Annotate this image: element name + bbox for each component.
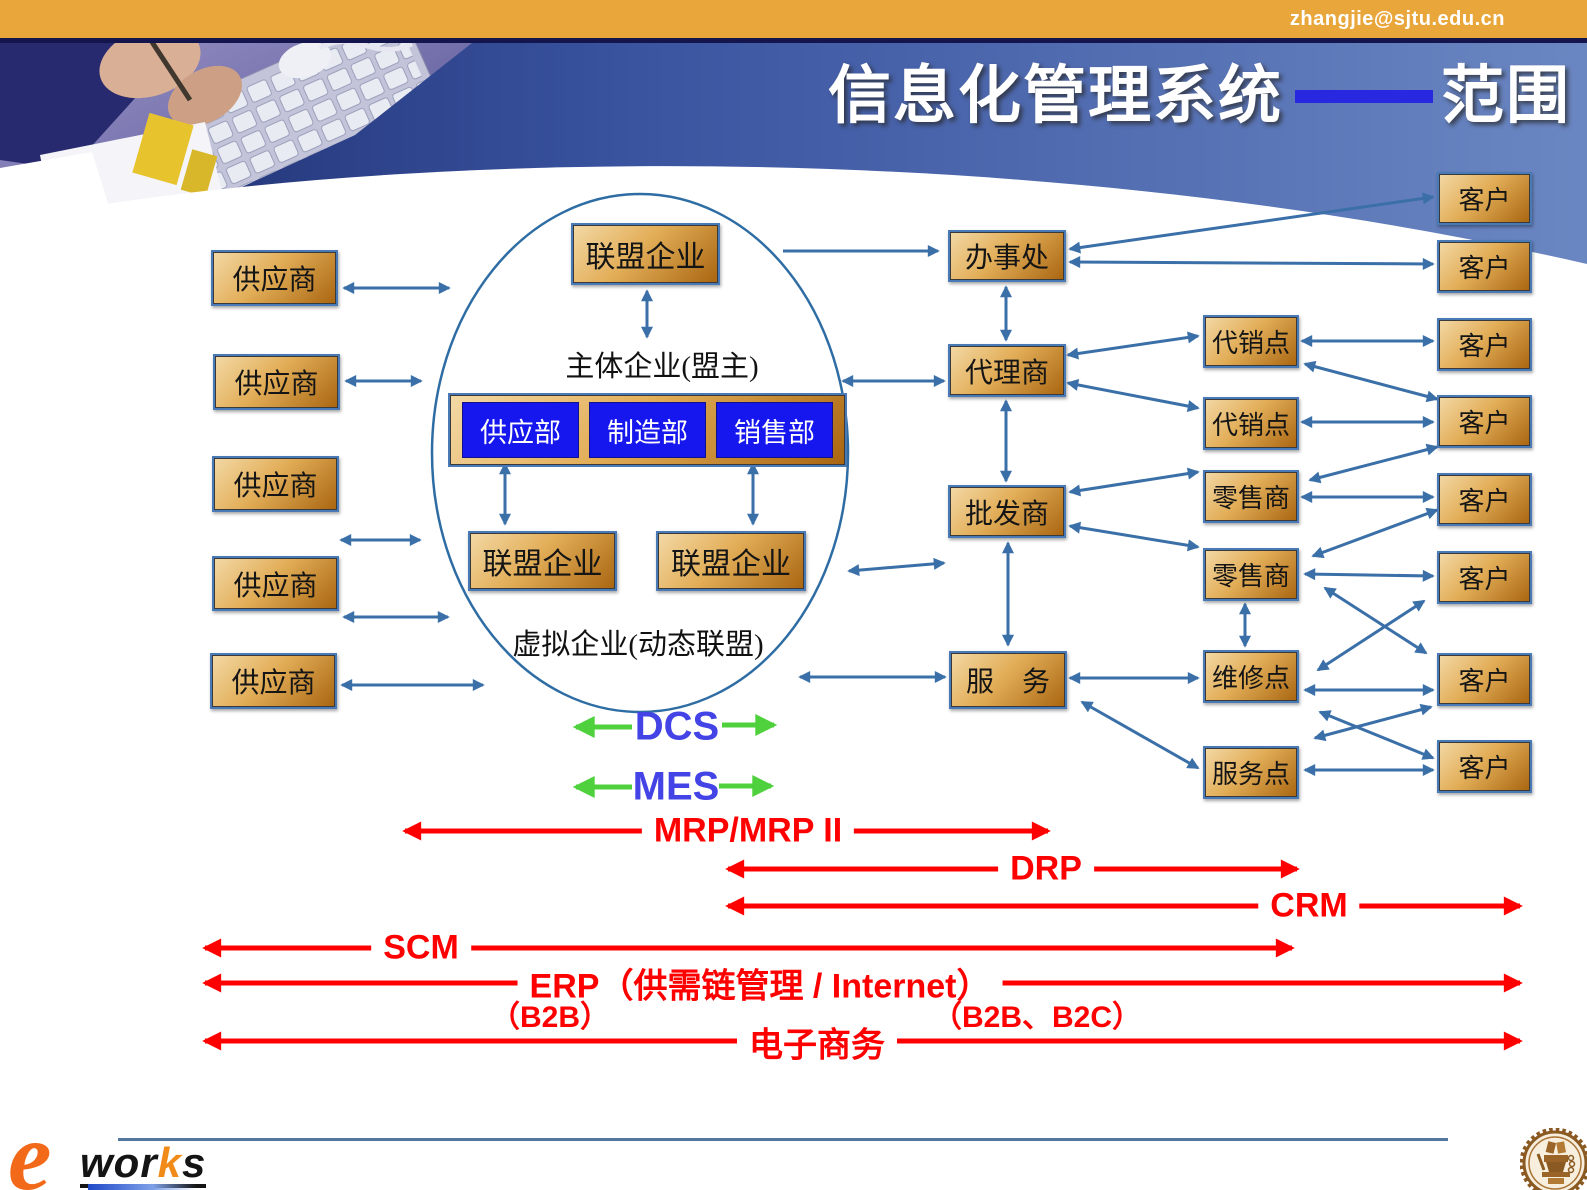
- mouse-image: [278, 43, 332, 79]
- eworks-logo-text: works: [80, 1139, 207, 1188]
- sticky-note: [132, 112, 194, 186]
- university-seal-icon: [1520, 1128, 1587, 1190]
- virtual-enterprise-label: 虚拟企业(动态联盟): [512, 629, 764, 661]
- arrow: [1068, 521, 1200, 552]
- arrow: [1303, 568, 1435, 582]
- slide-title: 信息化管理系统 范围: [0, 48, 1571, 132]
- pen-image: [149, 43, 193, 102]
- channel-box-office: 办事处: [948, 230, 1066, 282]
- title-suffix: 范围: [1441, 60, 1571, 131]
- drp-label: DRP: [998, 849, 1094, 889]
- mes-label: MES: [632, 764, 720, 809]
- dcs-mes-arrows: [572, 714, 778, 798]
- header-divider: [0, 38, 1587, 43]
- supplier-arrows: [339, 282, 485, 691]
- outlet-box: 代销点: [1203, 397, 1299, 450]
- leader-label: 主体企业(盟主): [565, 351, 759, 383]
- arrow: [1323, 586, 1428, 655]
- customer-arrows: [1239, 335, 1439, 776]
- arrow: [1066, 379, 1200, 412]
- outlet-box: 维修点: [1203, 650, 1299, 703]
- customer-box: 客户: [1437, 240, 1532, 293]
- eworks-logo-e: e: [8, 1103, 52, 1190]
- outlet-box: 零售商: [1203, 470, 1299, 523]
- arrow: [1068, 467, 1200, 497]
- scm-label: SCM: [371, 928, 471, 968]
- outlet-box: 代销点: [1203, 315, 1299, 368]
- mouse-cable: [318, 43, 414, 52]
- top-bar: zhangjie@sjtu.edu.cn: [0, 0, 1587, 38]
- channel-box-agent: 代理商: [948, 344, 1066, 397]
- outlet-box: 零售商: [1203, 548, 1299, 601]
- crm-label: CRM: [1258, 886, 1360, 926]
- arrow: [1318, 710, 1435, 760]
- customer-box: 客户: [1437, 551, 1532, 604]
- alliance-member-box: 联盟企业: [656, 531, 806, 591]
- supplier-box: 供应商: [211, 250, 338, 306]
- email-text: zhangjie@sjtu.edu.cn: [1289, 7, 1505, 30]
- arrow: [1308, 443, 1439, 484]
- b2b-b2c-label: （B2B、B2C）: [931, 1001, 1143, 1034]
- alliance-top-box: 联盟企业: [571, 223, 720, 285]
- arrow: [1303, 360, 1439, 403]
- leader-department-bar: 供应部 制造部 销售部: [448, 393, 847, 467]
- footer-rule: [118, 1138, 1448, 1141]
- department-box: 销售部: [716, 402, 833, 458]
- logo-text-k: k: [157, 1139, 183, 1186]
- arrow: [1080, 700, 1200, 770]
- department-box: 供应部: [462, 402, 579, 458]
- arrow: [1068, 192, 1435, 254]
- eworks-logo-underline: [88, 1184, 196, 1190]
- hand-image: [168, 65, 242, 127]
- dcs-label: DCS: [634, 704, 720, 749]
- arrow: [1316, 599, 1426, 672]
- customer-box: 客户: [1437, 318, 1532, 371]
- supplier-box: 供应商: [212, 456, 339, 512]
- customer-box: 客户: [1437, 172, 1532, 225]
- arrow: [1311, 507, 1439, 559]
- channel-box-service: 服 务: [949, 651, 1067, 709]
- channel-box-wholesaler: 批发商: [948, 485, 1066, 538]
- b2b-label: （B2B）: [489, 1001, 611, 1034]
- logo-text-s: s: [182, 1139, 207, 1186]
- supplier-box: 供应商: [210, 653, 337, 709]
- title-dash-bar: [1295, 89, 1433, 103]
- customer-box: 客户: [1437, 473, 1532, 526]
- outlet-box: 服务点: [1203, 746, 1299, 799]
- ecommerce-label: 电子商务: [737, 1017, 897, 1067]
- channel-arrows: [783, 192, 1435, 770]
- supplier-box: 供应商: [212, 556, 339, 611]
- customer-box: 客户: [1437, 740, 1532, 793]
- mrp-label: MRP/MRP II: [641, 811, 855, 851]
- arrow: [847, 557, 946, 577]
- title-prefix: 信息化管理系统: [828, 60, 1283, 131]
- logo-text-wor: wor: [80, 1139, 158, 1186]
- alliance-internal-arrows: [499, 289, 759, 526]
- arrow: [1068, 256, 1435, 270]
- arrow: [1066, 331, 1200, 360]
- department-box: 制造部: [589, 402, 706, 458]
- sticky-note: [180, 149, 218, 197]
- arrow: [1313, 703, 1433, 742]
- customer-box: 客户: [1437, 395, 1532, 448]
- virtual-enterprise-ellipse: [430, 192, 850, 714]
- customer-box: 客户: [1437, 653, 1532, 706]
- alliance-member-box: 联盟企业: [468, 531, 617, 591]
- supplier-box: 供应商: [213, 354, 340, 410]
